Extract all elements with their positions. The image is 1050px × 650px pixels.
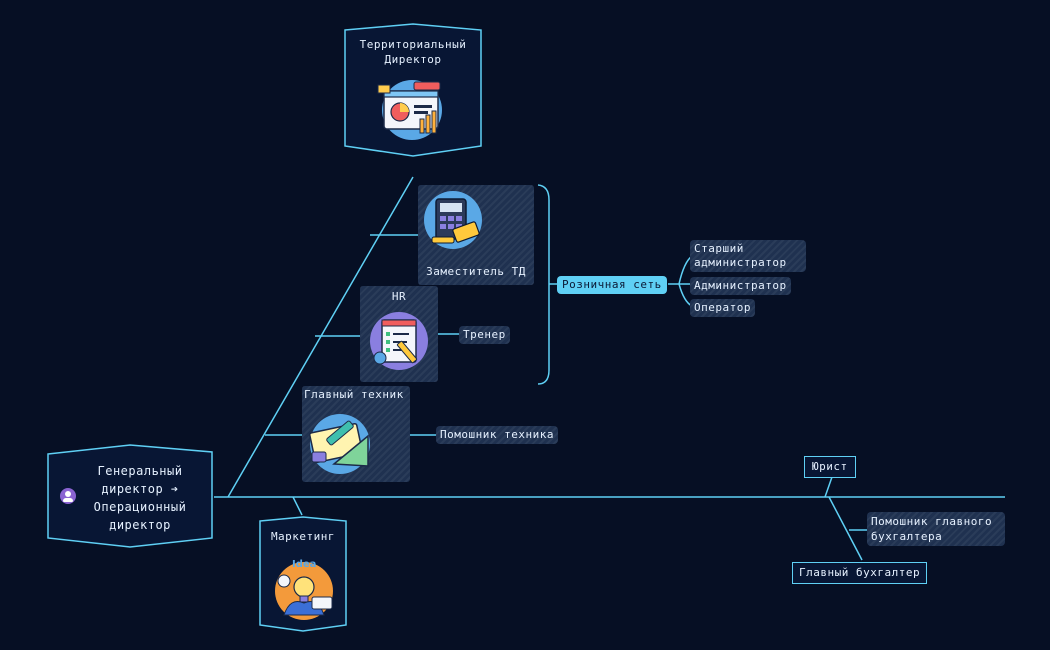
operator-node[interactable]: Оператор [690,299,755,317]
analytics-dashboard-icon [377,80,442,140]
chief-tech-title: Главный техник [304,388,404,401]
marketing-node[interactable]: Маркетинг Idea [258,515,348,633]
root-label: Генеральный директор ➔ Операционный дире… [93,464,187,532]
territorial-director-node[interactable]: Территориальный Директор [342,22,484,158]
retail-fork [668,255,693,307]
hr-title: HR [391,290,407,303]
ruler-pencil-icon [309,414,370,474]
marketing-connector [292,496,303,516]
accounting-connector [828,496,863,561]
lawyer-connector [824,476,833,498]
chief-accountant-node[interactable]: Главный бухгалтер [792,562,928,584]
admin-node[interactable]: Администратор [690,277,791,295]
assistant-tech-node[interactable]: Помошник техника [436,426,558,444]
assistant-accountant-node[interactable]: Помошник главного бухгалтера [867,512,1005,546]
deputy-td-node[interactable]: Заместитель ТД [418,185,534,285]
lawyer-node[interactable]: Юрист [804,456,856,478]
marketing-title: Маркетинг [270,530,336,543]
user-circle-icon [60,488,76,504]
idea-icon-text: Idea [292,559,316,570]
hr-node[interactable]: HR [360,286,438,382]
idea-bulb-icon: Idea [275,559,333,620]
root-node[interactable]: Генеральный директор ➔ Операционный дире… [46,442,214,550]
territorial-title: Территориальный Директор [359,38,467,66]
root-node-frame [47,444,213,548]
calculator-card-icon [424,191,482,249]
chief-tech-node[interactable]: Главный техник [302,386,410,482]
trainer-node[interactable]: Тренер [459,326,510,344]
retail-bracket [537,184,550,385]
senior-admin-node[interactable]: Старший администратор [690,240,806,272]
retail-network-node[interactable]: Розничная сеть [557,276,667,294]
diagonal-branch-line [227,176,414,498]
checklist-icon [370,312,428,370]
deputy-td-title: Заместитель ТД [426,265,526,278]
